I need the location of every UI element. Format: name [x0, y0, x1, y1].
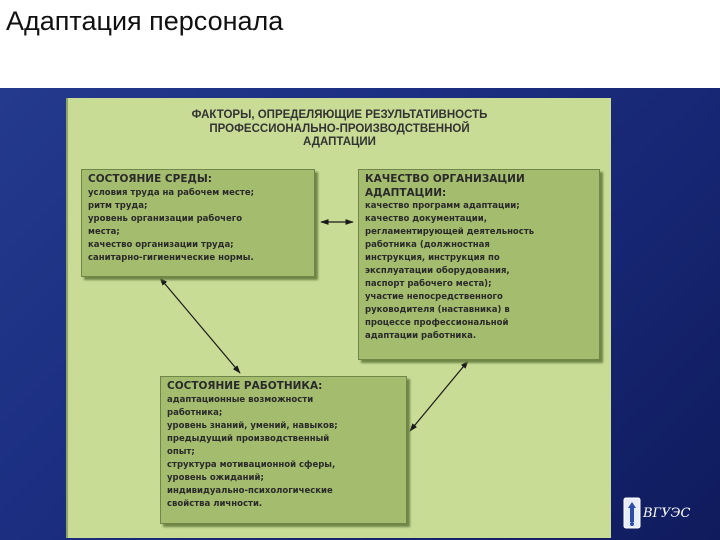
organization-quality-item: инструкция, инструкция по: [365, 253, 500, 263]
environment-item: качество организации труда;: [88, 239, 234, 250]
environment-item: условия труда на рабочем месте;: [88, 187, 255, 198]
worker-item: адаптационные возможности: [167, 394, 314, 405]
organization-quality-item: адаптации работника.: [365, 331, 477, 341]
diagram-title-line: АДАПТАЦИИ: [303, 136, 376, 148]
organization-quality-heading: АДАПТАЦИИ:: [365, 186, 447, 199]
organization-quality-item: участие непосредственного: [365, 292, 503, 302]
environment-item: ритм труда;: [88, 200, 148, 211]
worker-heading: СОСТОЯНИЕ РАБОТНИКА:: [167, 380, 323, 392]
organization-quality-item: паспорт рабочего места);: [365, 279, 492, 289]
worker-item: индивидуально-психологические: [167, 485, 333, 496]
organization-quality-item: работника (должностная: [365, 240, 490, 250]
diagram-title: ФАКТОРЫ, ОПРЕДЕЛЯЮЩИЕ РЕЗУЛЬТАТИВНОСТЬ П…: [68, 109, 611, 150]
organization-quality-item: качество программ адаптации;: [365, 201, 520, 211]
organization-quality-item: качество документации,: [365, 214, 487, 224]
environment-heading: СОСТОЯНИЕ СРЕДЫ:: [88, 173, 212, 185]
worker-item: свойства личности.: [167, 498, 263, 509]
diagram-title-line: ФАКТОРЫ, ОПРЕДЕЛЯЮЩИЕ РЕЗУЛЬТАТИВНОСТЬ: [191, 109, 488, 121]
organization-quality-item: процессе профессиональной: [365, 318, 509, 328]
environment-item: санитарно-гигиенические нормы.: [88, 252, 254, 263]
university-logo: ВГУЭС: [623, 496, 703, 530]
logo-text: ВГУЭС: [643, 506, 691, 521]
slide-title: Адаптация персонала: [6, 6, 284, 36]
diagram-title-line: ПРОФЕССИОНАЛЬНО-ПРОИЗВОДСТВЕННОЙ: [209, 122, 470, 135]
organization-quality-heading: КАЧЕСТВО ОРГАНИЗАЦИИ: [365, 173, 525, 185]
environment-item: уровень организации рабочего: [88, 213, 243, 224]
arrow-quality-worker: [409, 360, 469, 432]
worker-item: работника;: [167, 407, 223, 418]
organization-quality-item: регламентирующей деятельность: [365, 227, 535, 237]
worker-item: уровень знаний, умений, навыков;: [167, 420, 338, 431]
environment-box: СОСТОЯНИЕ СРЕДЫ: условия труда на рабоче…: [81, 169, 315, 277]
worker-item: предыдущий производственный: [167, 433, 330, 444]
connector-arrows: [159, 219, 469, 432]
environment-item: места;: [88, 226, 120, 237]
diagram-panel: ФАКТОРЫ, ОПРЕДЕЛЯЮЩИЕ РЕЗУЛЬТАТИВНОСТЬ П…: [66, 98, 611, 538]
worker-item: уровень ожиданий;: [167, 472, 264, 483]
organization-quality-item: руководителя (наставника) в: [365, 305, 510, 315]
worker-item: опыт;: [167, 446, 195, 457]
organization-quality-item: эксплуатации оборудования,: [365, 266, 510, 276]
worker-box: СОСТОЯНИЕ РАБОТНИКА: адаптационные возмо…: [160, 376, 407, 524]
worker-item: структура мотивационной сферы,: [167, 459, 336, 470]
university-emblem-icon: [623, 497, 641, 529]
arrow-environment-worker: [159, 277, 241, 374]
slide-background: ФАКТОРЫ, ОПРЕДЕЛЯЮЩИЕ РЕЗУЛЬТАТИВНОСТЬ П…: [0, 88, 720, 540]
organization-quality-box: КАЧЕСТВО ОРГАНИЗАЦИИ АДАПТАЦИИ: качество…: [358, 169, 600, 360]
